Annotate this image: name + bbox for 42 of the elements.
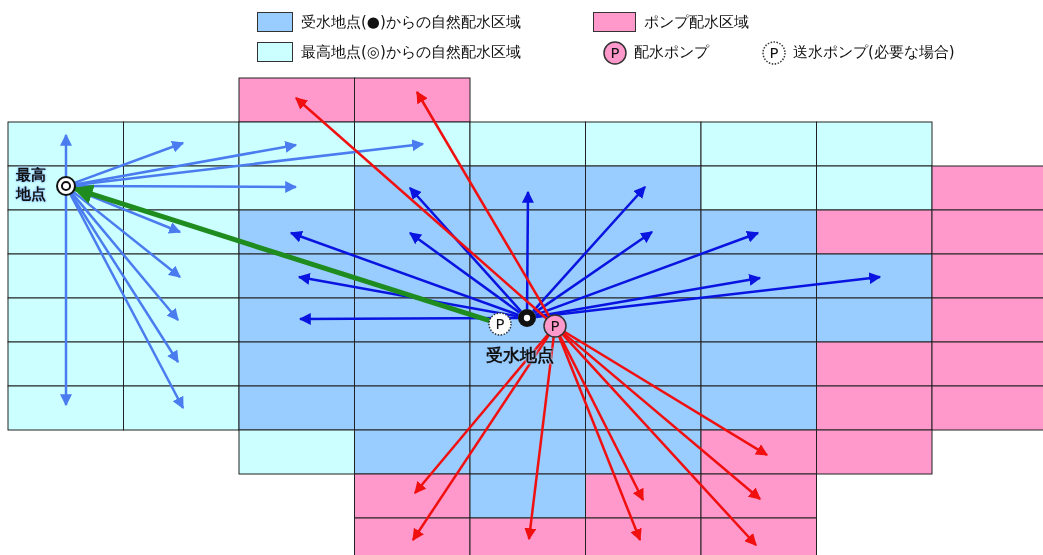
arrow	[414, 333, 549, 494]
arrow	[563, 330, 769, 457]
legend-label: 最高地点(◎)からの自然配水区域	[301, 42, 521, 62]
intake-point-icon	[517, 308, 537, 328]
legend-label: 受水地点(●)からの自然配水区域	[301, 12, 521, 32]
arrow	[562, 332, 761, 500]
arrow	[558, 335, 645, 502]
arrow	[69, 193, 185, 410]
arrow	[532, 186, 646, 313]
arrow	[524, 336, 555, 541]
arrow	[69, 192, 180, 363]
legend-label: ポンプ配水区域	[644, 12, 749, 32]
arrow	[557, 335, 642, 542]
arrow	[415, 90, 551, 318]
legend-label: 配水ポンプ	[634, 42, 709, 62]
arrow	[411, 334, 550, 541]
arrow	[70, 192, 179, 321]
arrow	[60, 195, 72, 407]
legend-label: 送水ポンプ(必要な場合)	[793, 42, 955, 62]
arrow	[72, 190, 181, 278]
arrow	[298, 312, 518, 325]
arrow	[297, 273, 519, 318]
booster-pump-symbol: P	[488, 312, 512, 336]
arrow	[74, 141, 185, 185]
booster-pump-legend-symbol: P	[762, 41, 786, 65]
arrow	[561, 333, 757, 546]
arrow	[75, 180, 298, 193]
arrow	[60, 133, 72, 177]
arrow	[295, 97, 548, 320]
arrow	[535, 273, 762, 318]
arrow	[535, 231, 760, 317]
point-label: 最高地点	[16, 166, 47, 204]
pump-symbol: P	[543, 314, 567, 338]
arrow	[409, 232, 521, 314]
arrow	[289, 231, 519, 317]
arrow	[74, 141, 298, 186]
arrow	[521, 190, 534, 309]
arrow	[533, 230, 653, 314]
arrow	[535, 272, 882, 319]
arrow	[409, 187, 522, 313]
thick-arrow	[72, 184, 491, 324]
pump-legend-symbol: P	[603, 41, 627, 65]
